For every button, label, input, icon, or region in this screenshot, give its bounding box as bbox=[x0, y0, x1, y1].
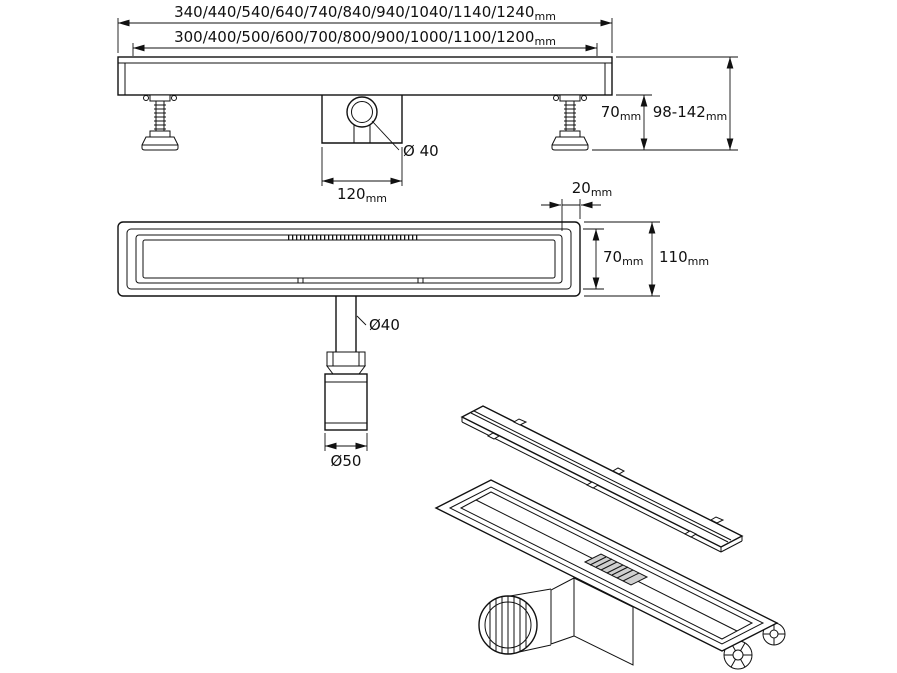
iso-drain-opening bbox=[583, 553, 649, 586]
channel-outline-section bbox=[117, 221, 581, 297]
adjustable-foot-front-right bbox=[551, 94, 589, 151]
dim-inner-length: 300/400/500/600/700/800/900/1000/1100/12… bbox=[132, 28, 598, 56]
dim-outlet-diameter-front: Ø 40 bbox=[371, 120, 439, 160]
dim-channel-depth: 70mm bbox=[583, 228, 644, 290]
dim-outlet-diameter-section: Ø40 bbox=[356, 315, 400, 334]
dim-trap-width-label: 120mm bbox=[337, 185, 387, 205]
dim-lower-height: 70mm bbox=[592, 94, 738, 151]
front-view: 340/440/540/640/740/840/940/1040/1140/12… bbox=[117, 3, 738, 205]
dim-siphon-diameter: Ø50 bbox=[324, 433, 368, 470]
dim-inner-length-label: 300/400/500/600/700/800/900/1000/1100/12… bbox=[174, 28, 556, 48]
siphon-section bbox=[324, 351, 368, 431]
dim-total-height-label: 110mm bbox=[659, 248, 709, 268]
dim-adjustable-height: 98-142mm bbox=[616, 56, 738, 150]
channel-section bbox=[117, 221, 581, 297]
dim-channel-depth-label: 70mm bbox=[603, 248, 644, 268]
dim-flange-width-label: 20mm bbox=[572, 179, 613, 199]
dim-total-height: 110mm bbox=[584, 221, 709, 297]
dim-outlet-diameter-section-label: Ø40 bbox=[369, 316, 400, 334]
isometric-view bbox=[434, 405, 786, 670]
dim-flange-width: 20mm bbox=[541, 179, 612, 231]
channel-body-front bbox=[117, 56, 613, 96]
iso-trap bbox=[478, 588, 552, 655]
iso-channel-body bbox=[434, 479, 779, 652]
adjustable-foot-front-left bbox=[141, 94, 179, 151]
dim-lower-height-label: 70mm bbox=[601, 103, 642, 123]
dim-adjustable-height-label: 98-142mm bbox=[653, 103, 728, 123]
iso-grate bbox=[460, 405, 744, 553]
outlet-pipe-section bbox=[335, 296, 357, 352]
channel-outline-front bbox=[117, 56, 613, 96]
dim-outer-length-label: 340/440/540/640/740/840/940/1040/1140/12… bbox=[174, 3, 556, 23]
dim-trap-width: 120mm bbox=[321, 147, 403, 205]
trap-housing-front bbox=[321, 95, 403, 144]
dim-outer-length: 340/440/540/640/740/840/940/1040/1140/12… bbox=[117, 3, 613, 53]
section-view: 20mm 70mm 110mm Ø40 bbox=[117, 179, 709, 470]
dim-outlet-diameter-front-label: Ø 40 bbox=[403, 142, 439, 160]
dim-siphon-diameter-label: Ø50 bbox=[331, 452, 362, 470]
